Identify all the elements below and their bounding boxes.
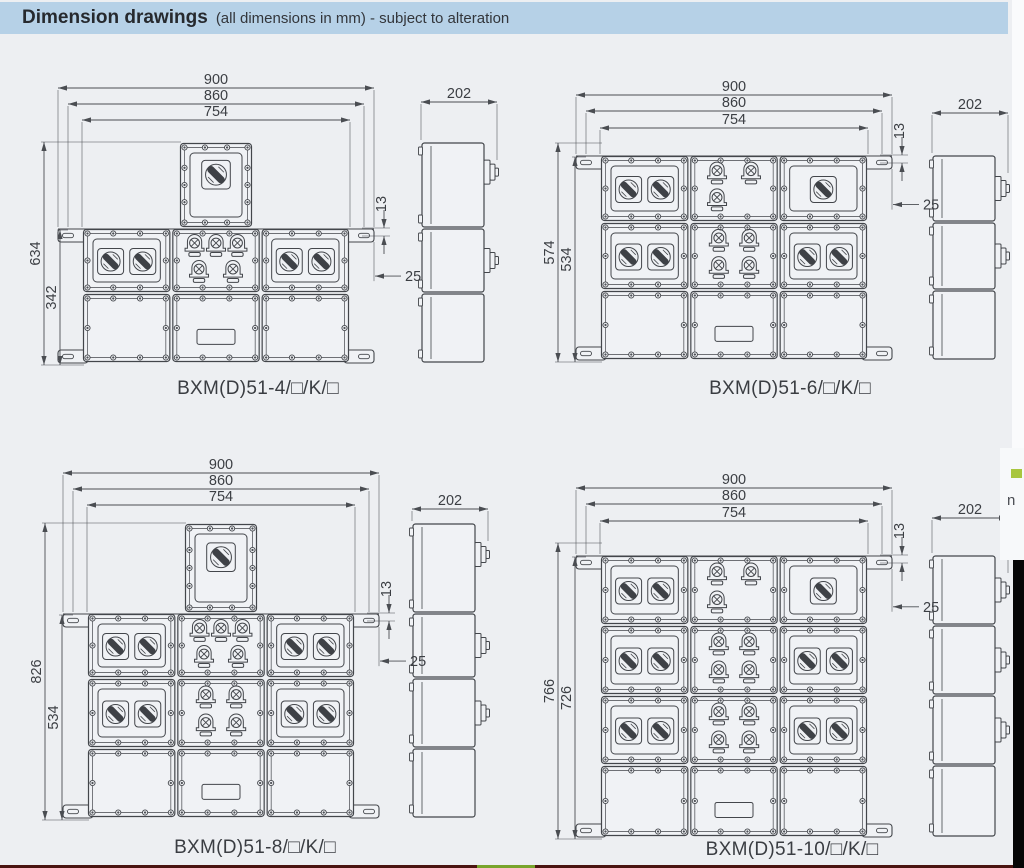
svg-text:202: 202: [958, 502, 982, 518]
page-edge-green-tab: [1011, 469, 1022, 478]
page-title: Dimension drawings: [22, 7, 208, 28]
page-edge-white-block: [1000, 448, 1024, 560]
front-view: [62, 523, 380, 819]
drawing-caption-bxmd51-6: BXM(D)51-6/□/K/□: [709, 378, 871, 399]
front-view: [575, 555, 893, 838]
drawing-caption-bxmd51-8: BXM(D)51-8/□/K/□: [174, 837, 336, 858]
drawing-caption-bxmd51-4: BXM(D)51-4/□/K/□: [177, 378, 339, 399]
page-subtitle: (all dimensions in mm) - subject to alte…: [215, 10, 510, 27]
side-view: [929, 555, 1010, 837]
side-view: [418, 142, 499, 363]
page-edge-text-fragment: n: [1007, 492, 1016, 509]
svg-text:13: 13: [379, 581, 395, 597]
svg-text:766: 766: [542, 679, 558, 703]
front-view: [575, 155, 893, 361]
svg-text:342: 342: [44, 285, 60, 309]
svg-text:25: 25: [410, 654, 426, 670]
page-bottom-edge-green: [477, 865, 535, 868]
svg-text:860: 860: [722, 95, 746, 111]
svg-text:13: 13: [892, 123, 908, 139]
svg-text:754: 754: [722, 505, 746, 521]
svg-text:860: 860: [722, 488, 746, 504]
svg-text:726: 726: [559, 686, 575, 710]
side-view: [929, 155, 1010, 360]
svg-text:860: 860: [209, 473, 233, 489]
svg-text:900: 900: [722, 472, 746, 488]
svg-text:25: 25: [405, 269, 421, 285]
side-view: [409, 523, 490, 818]
svg-text:900: 900: [204, 72, 228, 88]
page-edge-black-bar: [1013, 560, 1024, 868]
svg-text:754: 754: [209, 489, 233, 505]
svg-text:25: 25: [923, 600, 939, 616]
svg-text:534: 534: [559, 247, 575, 271]
svg-text:202: 202: [958, 97, 982, 113]
svg-text:25: 25: [923, 198, 939, 214]
svg-text:534: 534: [46, 705, 62, 729]
drawing-caption-bxmd51-10: BXM(D)51-10/□/K/□: [705, 839, 879, 860]
svg-text:634: 634: [30, 241, 44, 265]
svg-text:754: 754: [204, 104, 228, 120]
svg-text:202: 202: [438, 493, 462, 509]
page-header: Dimension drawings (all dimensions in mm…: [0, 2, 1008, 34]
svg-text:826: 826: [29, 659, 45, 683]
svg-text:860: 860: [204, 88, 228, 104]
svg-text:202: 202: [447, 86, 471, 102]
svg-text:754: 754: [722, 112, 746, 128]
svg-text:900: 900: [722, 79, 746, 95]
svg-text:574: 574: [542, 240, 558, 264]
svg-text:900: 900: [209, 457, 233, 473]
front-view: [57, 142, 375, 364]
page-edge-white-strip: [1012, 0, 1024, 560]
svg-text:13: 13: [892, 523, 908, 539]
svg-text:13: 13: [374, 196, 390, 212]
